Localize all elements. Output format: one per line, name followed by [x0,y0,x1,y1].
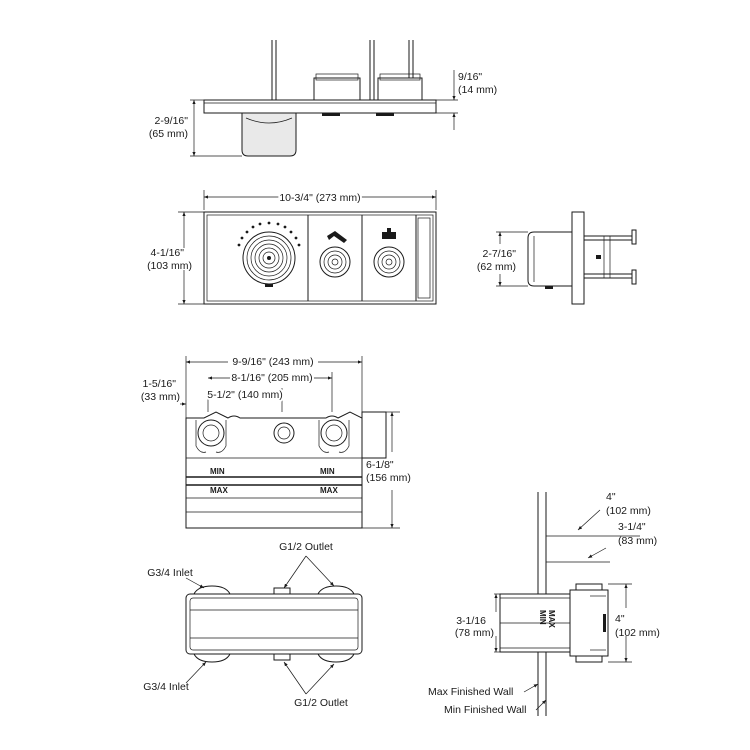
top-height-right-1: 9/16" [458,71,482,83]
side-depth-2: (62 mm) [477,261,516,273]
wall-dim-b-2: (83 mm) [618,535,657,547]
bottom-outlet-top: G1/2 Outlet [279,541,333,553]
valve-width-mid: 8-1/16" (205 mm) [231,372,312,384]
valve-min-left: MIN [210,467,225,476]
top-height-left-1: 2-9/16" [155,115,189,127]
front-width-label: 10-3/4" (273 mm) [279,192,360,204]
rain-shower-knob-icon [373,228,405,278]
valve-view: 9-9/16" (243 mm) 8-1/16" (205 mm) 5-1/2"… [141,354,411,529]
wall-max-label: MAX [547,610,556,628]
wall-dim-a-2: (102 mm) [606,505,651,517]
valve-height-1: 6-1/8" [366,459,394,471]
wall-dim-a-1: 4" [606,491,616,503]
bottom-inlet-top: G3/4 Inlet [147,567,193,579]
min-finished-wall-label: Min Finished Wall [444,704,526,716]
thermostat-knob-icon [237,221,301,287]
valve-offset-2: (33 mm) [141,391,180,403]
valve-max-left: MAX [210,486,228,495]
wall-dim-d-2: (102 mm) [615,627,660,639]
valve-width-total: 9-9/16" (243 mm) [232,356,313,368]
bottom-outlet-bottom: G1/2 Outlet [294,697,348,709]
valve-height-2: (156 mm) [366,472,411,484]
wall-dim-c-1: 3-1/16 [456,615,486,627]
wall-section-view: MIN MAX 4" (102 mm) 3-1/4" (83 mm) 4" (1… [428,491,660,716]
front-view: 10-3/4" (273 mm) [147,190,437,305]
valve-offset-1: 1-5/16" [143,378,177,390]
max-finished-wall-label: Max Finished Wall [428,686,513,698]
bottom-inlet-bottom: G3/4 Inlet [143,681,189,693]
wall-dim-b-1: 3-1/4" [618,521,646,533]
wall-dim-c-2: (78 mm) [455,627,494,639]
valve-min-right: MIN [320,467,335,476]
top-height-left-2: (65 mm) [149,128,188,140]
top-height-right-2: (14 mm) [458,84,497,96]
front-height-2: (103 mm) [147,260,192,272]
valve-max-right: MAX [320,486,338,495]
side-depth-1: 2-7/16" [483,248,517,260]
top-view: 9/16" (14 mm) 2-9/16" (65 mm) [149,40,497,157]
valve-width-inner: 5-1/2" (140 mm) [207,389,283,401]
wall-min-label: MIN [538,610,547,625]
wall-dim-d-1: 4" [615,613,625,625]
side-view: 2-7/16" (62 mm) [477,211,637,305]
front-height-1: 4-1/16" [151,247,185,259]
hand-shower-knob-icon [319,231,351,278]
bottom-view: G1/2 Outlet G3/4 Inlet G3/4 Inlet G1/2 O… [143,541,363,709]
